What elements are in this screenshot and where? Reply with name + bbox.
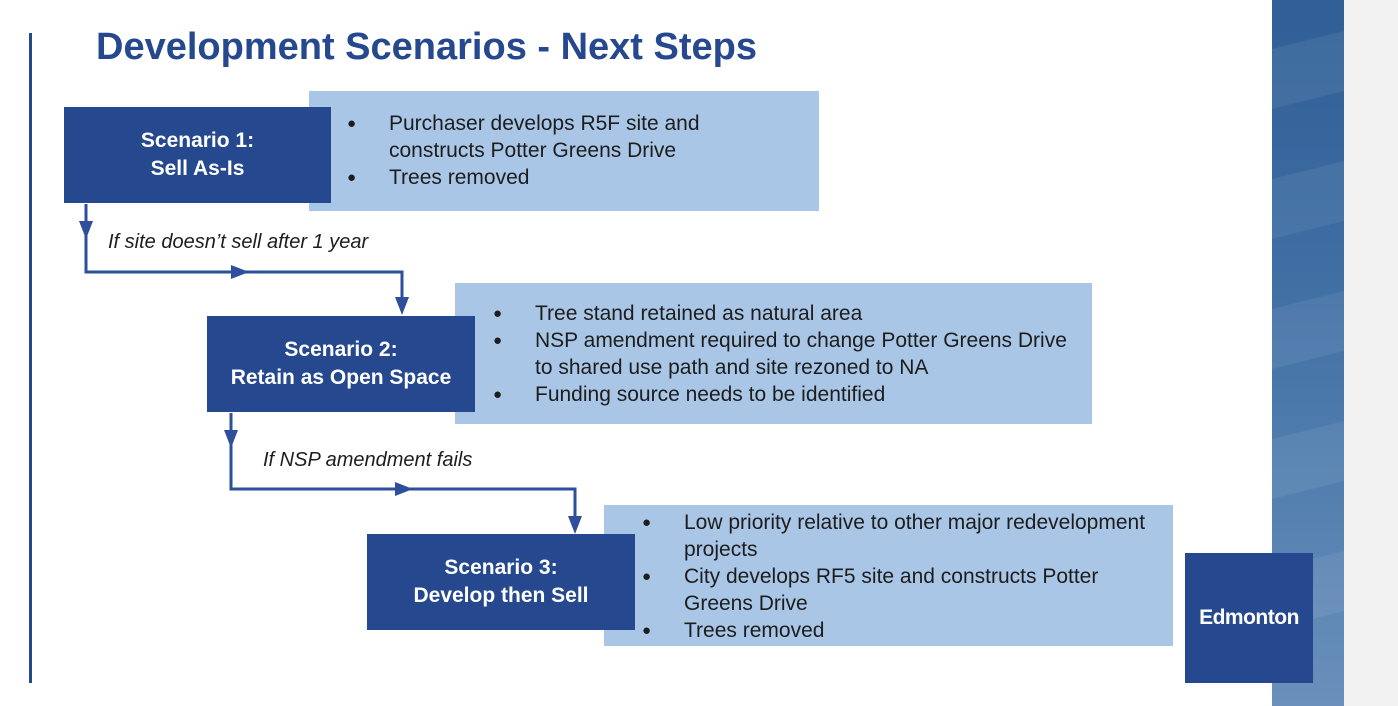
scenario-2-bullet: Tree stand retained as natural area	[487, 300, 1072, 327]
transition-label-1: If site doesn’t sell after 1 year	[108, 231, 369, 253]
scenario-2-bullet: NSP amendment required to change Potter …	[487, 327, 1072, 381]
left-accent-rule	[29, 33, 32, 683]
scenario-1-name: Sell As-Is	[150, 157, 245, 180]
scenario-3-bullet: Trees removed	[636, 617, 1153, 644]
scenario-1-bullet: Trees removed	[341, 164, 799, 191]
connector-arrowhead	[79, 221, 93, 239]
logo-text: Edmonton	[1199, 606, 1299, 629]
scenario-3-bullet: Low priority relative to other major red…	[636, 509, 1153, 563]
slide-title: Development Scenarios - Next Steps	[96, 26, 757, 68]
scenario-3-number: Scenario 3:	[444, 556, 558, 579]
scenario-1-details: Purchaser develops R5F site and construc…	[309, 91, 819, 211]
scenario-2-box: Scenario 2: Retain as Open Space	[207, 316, 475, 412]
scenario-3-bullet: City develops RF5 site and constructs Po…	[636, 563, 1153, 617]
scenario-2-details: Tree stand retained as natural area NSP …	[455, 283, 1092, 424]
scenario-3-details: Low priority relative to other major red…	[604, 505, 1173, 646]
edmonton-logo: Edmonton	[1185, 553, 1313, 683]
connector-arrowhead	[568, 516, 582, 534]
scenario-3-name: Develop then Sell	[413, 584, 589, 607]
connector-arrowhead	[395, 482, 413, 496]
scenario-3-box: Scenario 3: Develop then Sell	[367, 534, 635, 630]
scenario-1-number: Scenario 1:	[140, 129, 255, 152]
connector-arrowhead	[395, 297, 409, 315]
scenario-2-number: Scenario 2:	[284, 338, 398, 361]
scenario-1-box: Scenario 1: Sell As-Is	[64, 107, 331, 203]
connector-arrowhead	[231, 265, 249, 279]
right-gutter	[1344, 0, 1398, 706]
scenario-2-name: Retain as Open Space	[230, 366, 452, 389]
scenario-2-bullet: Funding source needs to be identified	[487, 381, 1072, 408]
transition-label-2: If NSP amendment fails	[263, 449, 473, 471]
connector-arrowhead	[224, 430, 238, 448]
scenario-1-bullet: Purchaser develops R5F site and construc…	[341, 110, 799, 164]
